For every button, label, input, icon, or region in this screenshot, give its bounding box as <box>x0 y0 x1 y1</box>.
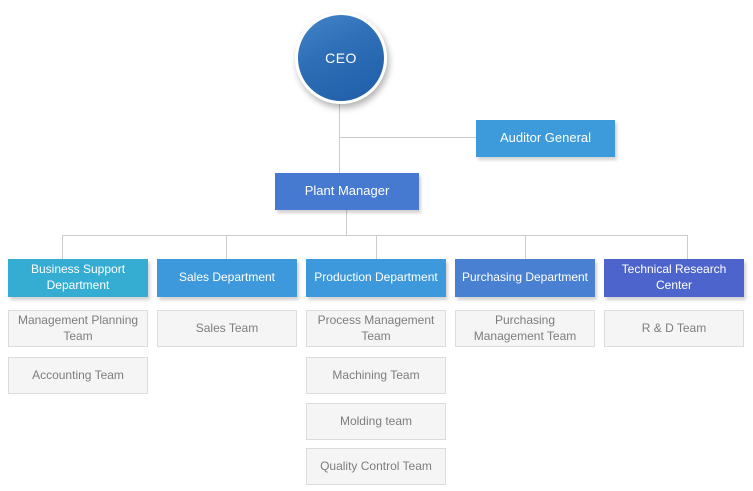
team-node-purchasing-management: Purchasing Management Team <box>455 310 595 347</box>
team-node-quality-control: Quality Control Team <box>306 448 446 485</box>
plant-manager-label: Plant Manager <box>304 183 390 199</box>
team-label: Accounting Team <box>32 367 124 382</box>
team-node-sales-team: Sales Team <box>157 310 297 347</box>
auditor-general-node: Auditor General <box>476 120 615 157</box>
department-label: Production Department <box>314 270 438 285</box>
plant-manager-node: Plant Manager <box>275 173 419 210</box>
department-label: Business Support Department <box>30 262 126 292</box>
department-node-business-support: Business Support Department <box>8 259 148 297</box>
team-node-management-planning: Management Planning Team <box>8 310 148 347</box>
department-node-purchasing: Purchasing Department <box>455 259 595 297</box>
team-label: Process Management Team <box>317 312 435 343</box>
team-node-machining: Machining Team <box>306 357 446 394</box>
team-label: Molding team <box>339 413 413 428</box>
team-node-molding: Molding team <box>306 403 446 440</box>
team-label: Sales Team <box>195 320 259 335</box>
department-label: Technical Research Center <box>621 262 727 292</box>
team-label: Machining Team <box>332 367 420 382</box>
connector-drop-sales <box>226 235 227 259</box>
connector-drop-production <box>376 235 377 259</box>
department-node-production: Production Department <box>306 259 446 297</box>
connector-drop-purchasing <box>525 235 526 259</box>
team-node-accounting: Accounting Team <box>8 357 148 394</box>
connector-drop-business-support <box>62 235 63 259</box>
ceo-node: CEO <box>295 12 387 104</box>
auditor-general-label: Auditor General <box>499 130 592 146</box>
department-node-sales: Sales Department <box>157 259 297 297</box>
team-node-rnd: R & D Team <box>604 310 744 347</box>
connector-plant-manager-drop <box>346 210 347 235</box>
department-label: Purchasing Department <box>461 270 589 285</box>
department-label: Sales Department <box>178 270 276 285</box>
team-label: R & D Team <box>641 320 707 335</box>
ceo-label: CEO <box>325 50 357 66</box>
connector-departments-horizontal <box>62 235 688 236</box>
connector-drop-technical-research <box>687 235 688 259</box>
department-node-technical-research: Technical Research Center <box>604 259 744 297</box>
team-label: Quality Control Team <box>320 458 432 473</box>
connector-ceo-to-auditor <box>339 137 476 138</box>
connector-ceo-to-plant-manager <box>339 104 340 173</box>
team-label: Purchasing Management Team <box>473 312 577 343</box>
team-node-process-management: Process Management Team <box>306 310 446 347</box>
team-label: Management Planning Team <box>17 312 139 343</box>
